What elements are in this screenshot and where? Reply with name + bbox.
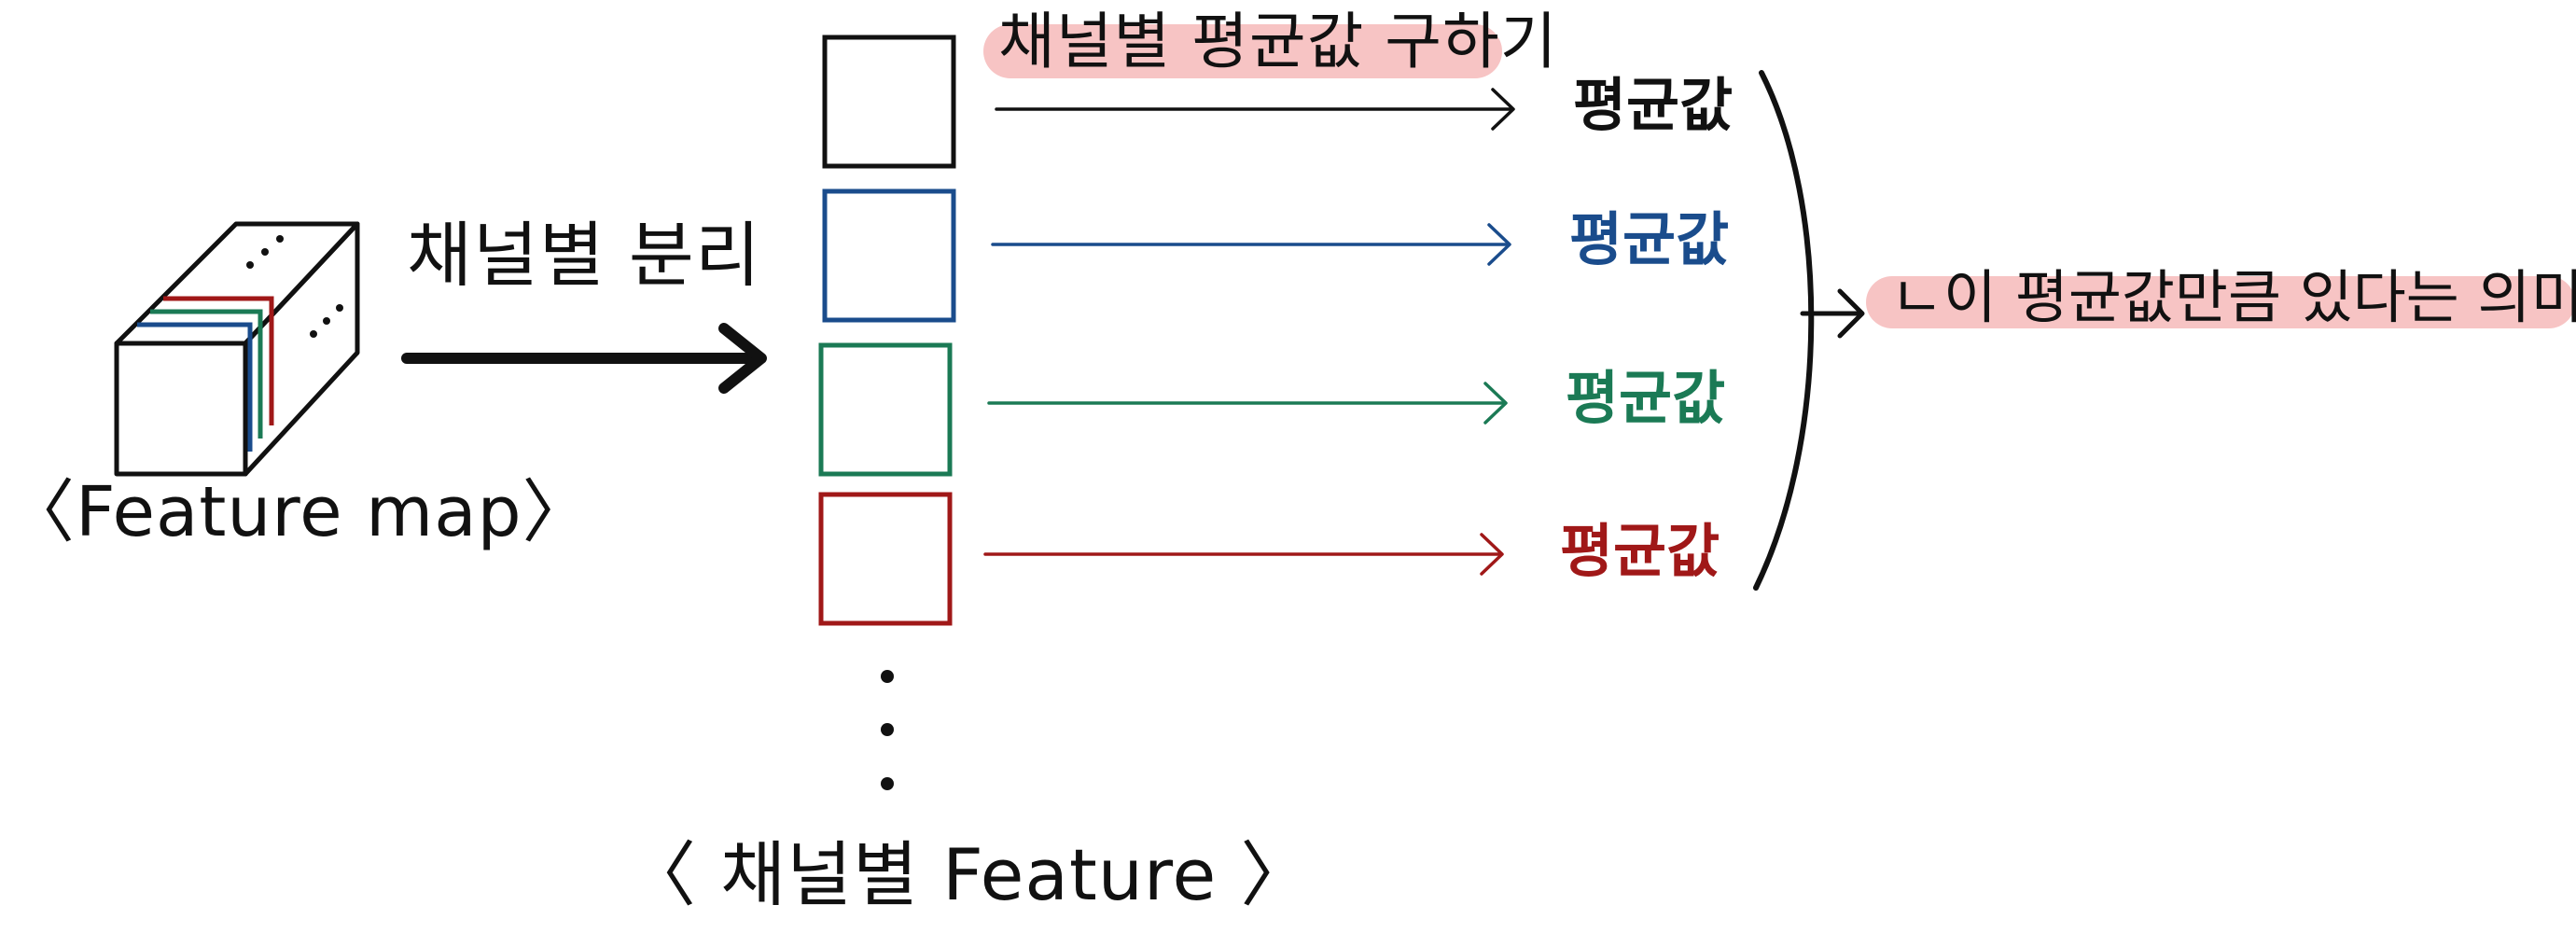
mean-arrow-red: [983, 533, 1504, 576]
cube-channel-slices: [137, 296, 274, 452]
meaning-label-highlight: [1866, 276, 2575, 328]
mean-label-blue: 평균값: [1569, 205, 1730, 273]
mean-label-red: 평균값: [1560, 517, 1720, 585]
feature-map-label: 〈Feature map〉: [6, 472, 592, 552]
avg-label-highlight: [983, 24, 1502, 78]
meaning-label: ㄴ이 평균값만큼 있다는 의미: [1890, 263, 2576, 331]
mean-label-green: 평균값: [1566, 364, 1726, 432]
split-arrow: [401, 323, 767, 394]
channel-ellipsis-dots: [881, 670, 894, 790]
meaning-arrow: [1800, 288, 1865, 339]
avg-label: 채널별 평균값 구하기: [998, 6, 1558, 77]
cube-side-face: [243, 221, 360, 477]
cube-ellipsis-dots: [246, 235, 343, 338]
channel-box-black: [822, 35, 956, 169]
cube-front-face: [114, 341, 248, 477]
mean-arrows: [983, 88, 1515, 576]
feature-map-cube: [114, 221, 360, 477]
mean-arrow-blue: [991, 223, 1511, 266]
cube-slice-red: [163, 296, 274, 425]
channel-box-blue: [822, 188, 956, 323]
mean-label-black: 평균값: [1573, 71, 1734, 139]
mean-arrow-black: [995, 88, 1515, 131]
grouping-bracket: [1753, 70, 1815, 591]
channel-box-green: [818, 342, 953, 477]
channel-feature-label: 〈 채널별 Feature 〉: [625, 833, 1313, 916]
split-label: 채널별 분리: [407, 214, 761, 297]
cube-slice-green: [150, 309, 263, 439]
channel-box-red: [818, 492, 953, 626]
mean-arrow-green: [987, 382, 1508, 425]
cube-slice-blue: [137, 322, 253, 452]
